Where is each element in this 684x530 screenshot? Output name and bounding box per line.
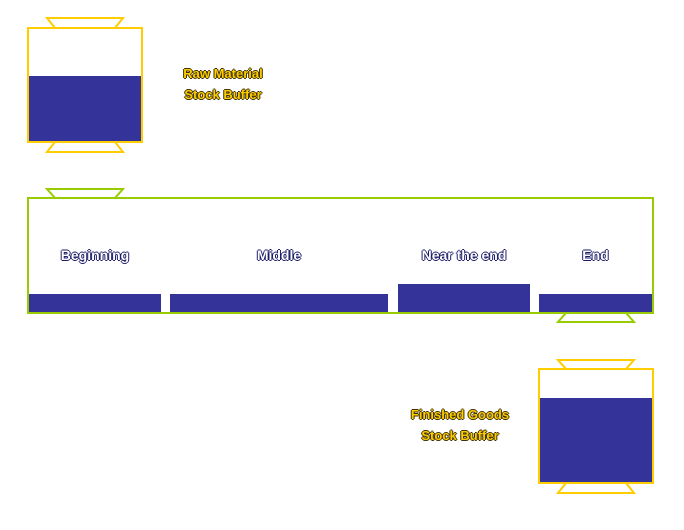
stage-bar-middle: [170, 294, 388, 312]
raw-material-label: Raw Material Stock Buffer: [160, 63, 286, 105]
finished-buffer-bottom-connector: [555, 482, 637, 494]
raw-buffer-bottom-connector: [44, 141, 126, 153]
stage-label-end: End: [582, 247, 609, 263]
pipeline-output-connector: [555, 312, 637, 323]
finished-goods-label-line2: Stock Buffer: [421, 428, 499, 443]
raw-material-buffer: [27, 27, 143, 143]
raw-material-label-line2: Stock Buffer: [184, 87, 262, 102]
finished-goods-label-line1: Finished Goods: [410, 407, 510, 422]
stage-bar-beginning: [29, 294, 161, 312]
raw-material-label-line1: Raw Material: [183, 66, 263, 81]
stage-label-beginning: Beginning: [60, 247, 130, 263]
finished-goods-label: Finished Goods Stock Buffer: [392, 404, 528, 446]
stage-bar-end: [539, 294, 652, 312]
raw-material-fill-level: [29, 76, 141, 141]
finished-goods-fill-level: [540, 398, 652, 482]
stage-label-middle: Middle: [256, 247, 302, 263]
stage-label-near-the-end: Near the end: [421, 247, 507, 263]
stage-bar-near-the-end: [398, 284, 530, 312]
finished-goods-buffer: [538, 368, 654, 484]
